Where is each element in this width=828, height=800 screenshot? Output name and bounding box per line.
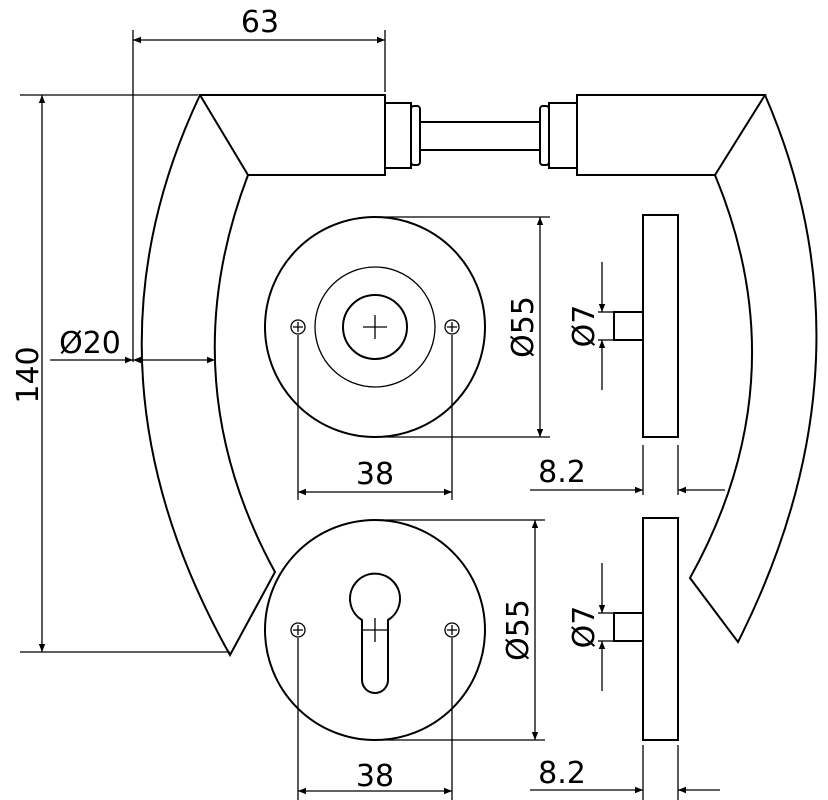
dim-38-top-label: 38 — [356, 457, 394, 492]
spindle — [384, 102, 578, 169]
dim-dia-55-top: Ø55 — [378, 216, 550, 438]
dim-38-bottom: 38 — [297, 638, 453, 800]
dim-dia-55-top-label: Ø55 — [506, 296, 541, 358]
dim-63-label: 63 — [241, 5, 279, 40]
rosette-cylinder — [264, 519, 486, 741]
dim-63: 63 — [132, 5, 386, 362]
dim-38-top: 38 — [297, 335, 453, 500]
dim-dia-7-bottom-label: Ø7 — [567, 606, 602, 649]
dim-8-2-bottom-label: 8.2 — [538, 756, 586, 791]
left-handle — [140, 94, 386, 658]
dim-dia-55-bottom: Ø55 — [378, 519, 545, 741]
right-handle — [576, 94, 818, 644]
side-view-bottom — [613, 517, 679, 741]
dim-8-2-top: 8.2 — [530, 445, 725, 495]
dim-dia-20: Ø20 — [50, 326, 215, 364]
dim-38-bottom-label: 38 — [356, 759, 394, 794]
dim-8-2-top-label: 8.2 — [538, 455, 586, 490]
dim-140-label: 140 — [11, 346, 46, 403]
dim-8-2-bottom: 8.2 — [530, 745, 720, 800]
dim-dia-20-label: Ø20 — [59, 326, 121, 361]
dim-dia-7-bottom: Ø7 — [567, 563, 614, 691]
dim-dia-55-bottom-label: Ø55 — [501, 599, 536, 661]
dim-dia-7-top-label: Ø7 — [567, 305, 602, 348]
side-view-top — [613, 214, 679, 438]
rosette-round — [264, 216, 486, 438]
dim-dia-7-top: Ø7 — [567, 262, 614, 390]
dim-140: 140 — [11, 94, 230, 653]
